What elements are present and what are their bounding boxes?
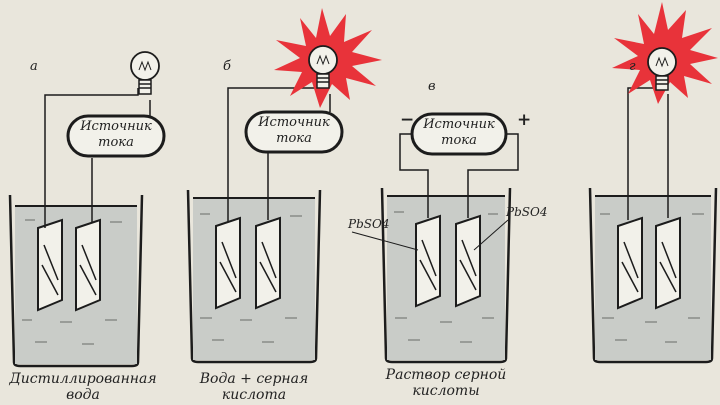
beaker-b-water <box>193 198 315 360</box>
beaker-d-glass <box>588 187 718 364</box>
caption-a-line2: вода <box>66 387 100 403</box>
beaker-a-glass <box>8 194 144 368</box>
source-b-label-line2: тока <box>276 131 312 146</box>
lamp-b-bulb <box>308 45 338 75</box>
lamp-d-bulb <box>647 47 677 77</box>
beaker-c-water <box>387 196 505 360</box>
panel-d-letter: г <box>629 59 636 74</box>
plate-label-left: PbSO4 <box>348 217 390 231</box>
source-b <box>244 110 344 154</box>
plus-sign: + <box>517 110 532 130</box>
minus-sign: − <box>400 110 415 130</box>
source-a-label-line2: тока <box>98 135 134 150</box>
beaker-b-glass <box>186 189 322 364</box>
wire-a-left <box>44 88 139 228</box>
beaker-d-water <box>595 196 711 360</box>
source-c <box>410 112 508 156</box>
source-a <box>66 114 166 158</box>
caption-b-line1: Вода + серная <box>199 371 309 387</box>
caption-a-line1: Дистиллированная <box>9 371 157 387</box>
caption-c-line1: Раствор серной <box>385 367 507 383</box>
plate-d-left <box>617 216 643 310</box>
wire-c-right <box>467 133 519 218</box>
panel-b <box>186 8 382 364</box>
source-a-label-line1: Источник <box>80 119 152 134</box>
plate-b-right <box>255 216 281 310</box>
plate-a-right <box>75 218 101 312</box>
wire-c-left <box>399 133 429 218</box>
panel-d <box>588 2 718 364</box>
plate-b-left <box>215 216 241 310</box>
source-b-label-line1: Источник <box>258 115 330 130</box>
source-c-label-line2: тока <box>441 133 477 148</box>
panel-c-letter: в <box>428 79 436 94</box>
caption-b-line2: кислота <box>221 387 287 403</box>
lamp-a-bulb <box>130 51 160 81</box>
lamp-d-base <box>655 75 669 91</box>
caption-c-line2: кислоты <box>412 383 480 399</box>
plate-a-left <box>37 218 63 312</box>
panel-a <box>8 51 166 368</box>
plate-d-right <box>655 216 681 310</box>
lamp-b-base <box>316 73 330 89</box>
panel-b-letter: б <box>223 59 231 74</box>
lamp-a-base <box>138 79 152 95</box>
plate-label-right: PbSO4 <box>506 205 548 219</box>
panel-c <box>351 112 519 364</box>
source-c-label-line1: Источник <box>423 117 495 132</box>
plate-c-right <box>455 214 481 308</box>
beaker-c-glass <box>380 187 512 364</box>
panel-a-letter: а <box>30 59 38 74</box>
plate-c-left <box>415 214 441 308</box>
